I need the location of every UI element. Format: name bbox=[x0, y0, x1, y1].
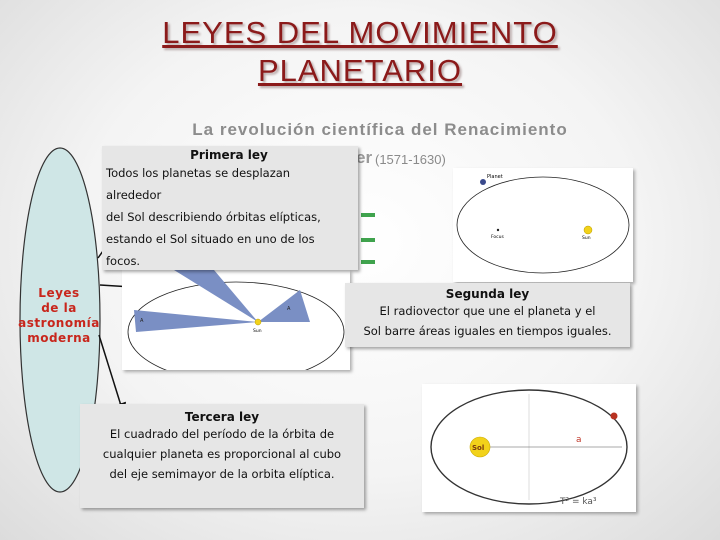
planet-dot bbox=[610, 412, 618, 420]
sun-label: Sun bbox=[582, 235, 591, 241]
sun-label: Sol bbox=[472, 444, 484, 452]
third-law-text: El cuadrado del período de la órbita de … bbox=[102, 427, 342, 481]
subtitle: La revolución científica del Renacimient… bbox=[192, 120, 568, 139]
first-law-heading: Primera ley bbox=[190, 148, 268, 162]
swept-area-left bbox=[134, 310, 258, 332]
area-sweep-svg: Sun A A bbox=[127, 270, 345, 383]
area-label-left: A bbox=[140, 318, 144, 324]
page-title: LEYES DEL MOVIMIENTO PLANETARIO bbox=[90, 14, 630, 90]
planet-label: Planet bbox=[487, 174, 503, 180]
swept-area-right bbox=[258, 290, 310, 322]
swept-area-top bbox=[174, 270, 258, 322]
kepler-third-law-svg: Sol a T² = ka³ bbox=[430, 389, 628, 507]
title-line-2: PLANETARIO bbox=[257, 53, 463, 88]
first-law-box: Primera ley Todos los planetas se despla… bbox=[102, 146, 358, 270]
third-law-diagram: Sol a T² = ka³ bbox=[422, 384, 636, 512]
third-law-box: Tercera ley El cuadrado del período de l… bbox=[80, 404, 364, 508]
sun-dot bbox=[254, 318, 262, 326]
planet-dot bbox=[480, 179, 486, 185]
semi-major-axis-label: a bbox=[576, 435, 582, 445]
kepler-name-partial: er bbox=[356, 148, 373, 167]
sun-label: Sun bbox=[253, 328, 262, 334]
area-label-right: A bbox=[287, 306, 291, 312]
third-law-heading: Tercera ley bbox=[184, 410, 260, 424]
second-law-heading: Segunda ley bbox=[445, 287, 530, 301]
title-line-1: LEYES DEL MOVIMIENTO bbox=[162, 15, 558, 50]
first-law-text: Todos los planetas se desplazan alrededo… bbox=[106, 166, 321, 268]
second-law-box: Segunda ley El radiovector que une el pl… bbox=[345, 283, 630, 347]
sun-dot bbox=[583, 225, 593, 235]
green-dash bbox=[361, 213, 375, 217]
formula-label: T² = ka³ bbox=[559, 497, 597, 507]
first-law-diagram: Planet Focus Sun bbox=[453, 168, 633, 282]
sun-circle bbox=[469, 436, 491, 458]
arrow-third-law bbox=[98, 334, 127, 415]
green-dash bbox=[361, 260, 375, 264]
focus-label: Focus bbox=[491, 234, 505, 240]
second-law-diagram: Sun A A bbox=[122, 270, 350, 383]
ellipse-orbit-svg: Planet Focus Sun bbox=[456, 174, 630, 274]
focus-dot bbox=[496, 228, 500, 232]
oval-label: Leyes de la astronomía moderna bbox=[18, 286, 100, 345]
green-dash bbox=[361, 238, 375, 242]
second-law-text: El radiovector que une el planeta y el S… bbox=[363, 304, 612, 338]
kepler-years: (1571-1630) bbox=[375, 152, 446, 167]
